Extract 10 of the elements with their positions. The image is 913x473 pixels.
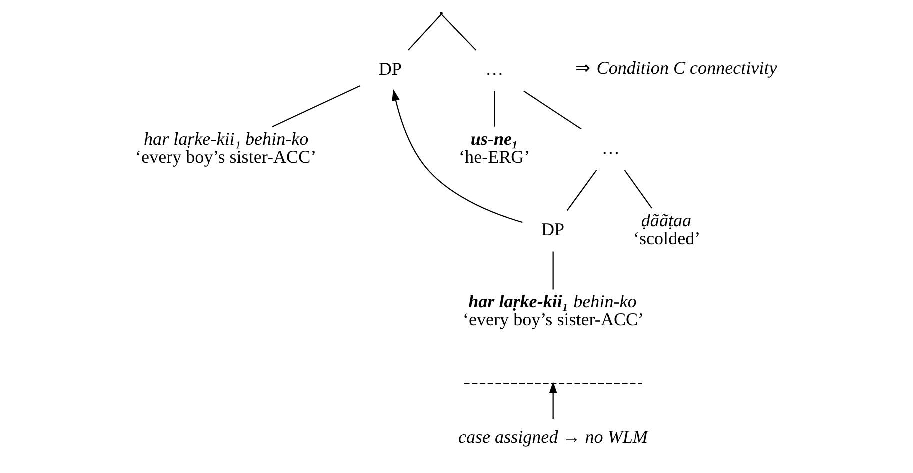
- node-text: …: [486, 59, 504, 80]
- node-text: ḍããṭaa ‘scolded’: [633, 210, 701, 248]
- node-text: DP: [378, 59, 402, 80]
- node-text: us-ne₁ ‘he-ERG’: [459, 129, 530, 168]
- label: ⇒ Condition C connectivity: [575, 58, 778, 78]
- node-text: …: [602, 138, 620, 158]
- node-text: har laṛke-kii₁ behin-ko ‘every boy’s sister-ACC’: [136, 129, 317, 168]
- node-text: case assigned → no WLM: [458, 427, 648, 448]
- node-text: DP: [541, 219, 565, 240]
- node-text: har laṛke-kii₁ behin-ko ‘every boy’s sister-ACC’: [462, 292, 644, 330]
